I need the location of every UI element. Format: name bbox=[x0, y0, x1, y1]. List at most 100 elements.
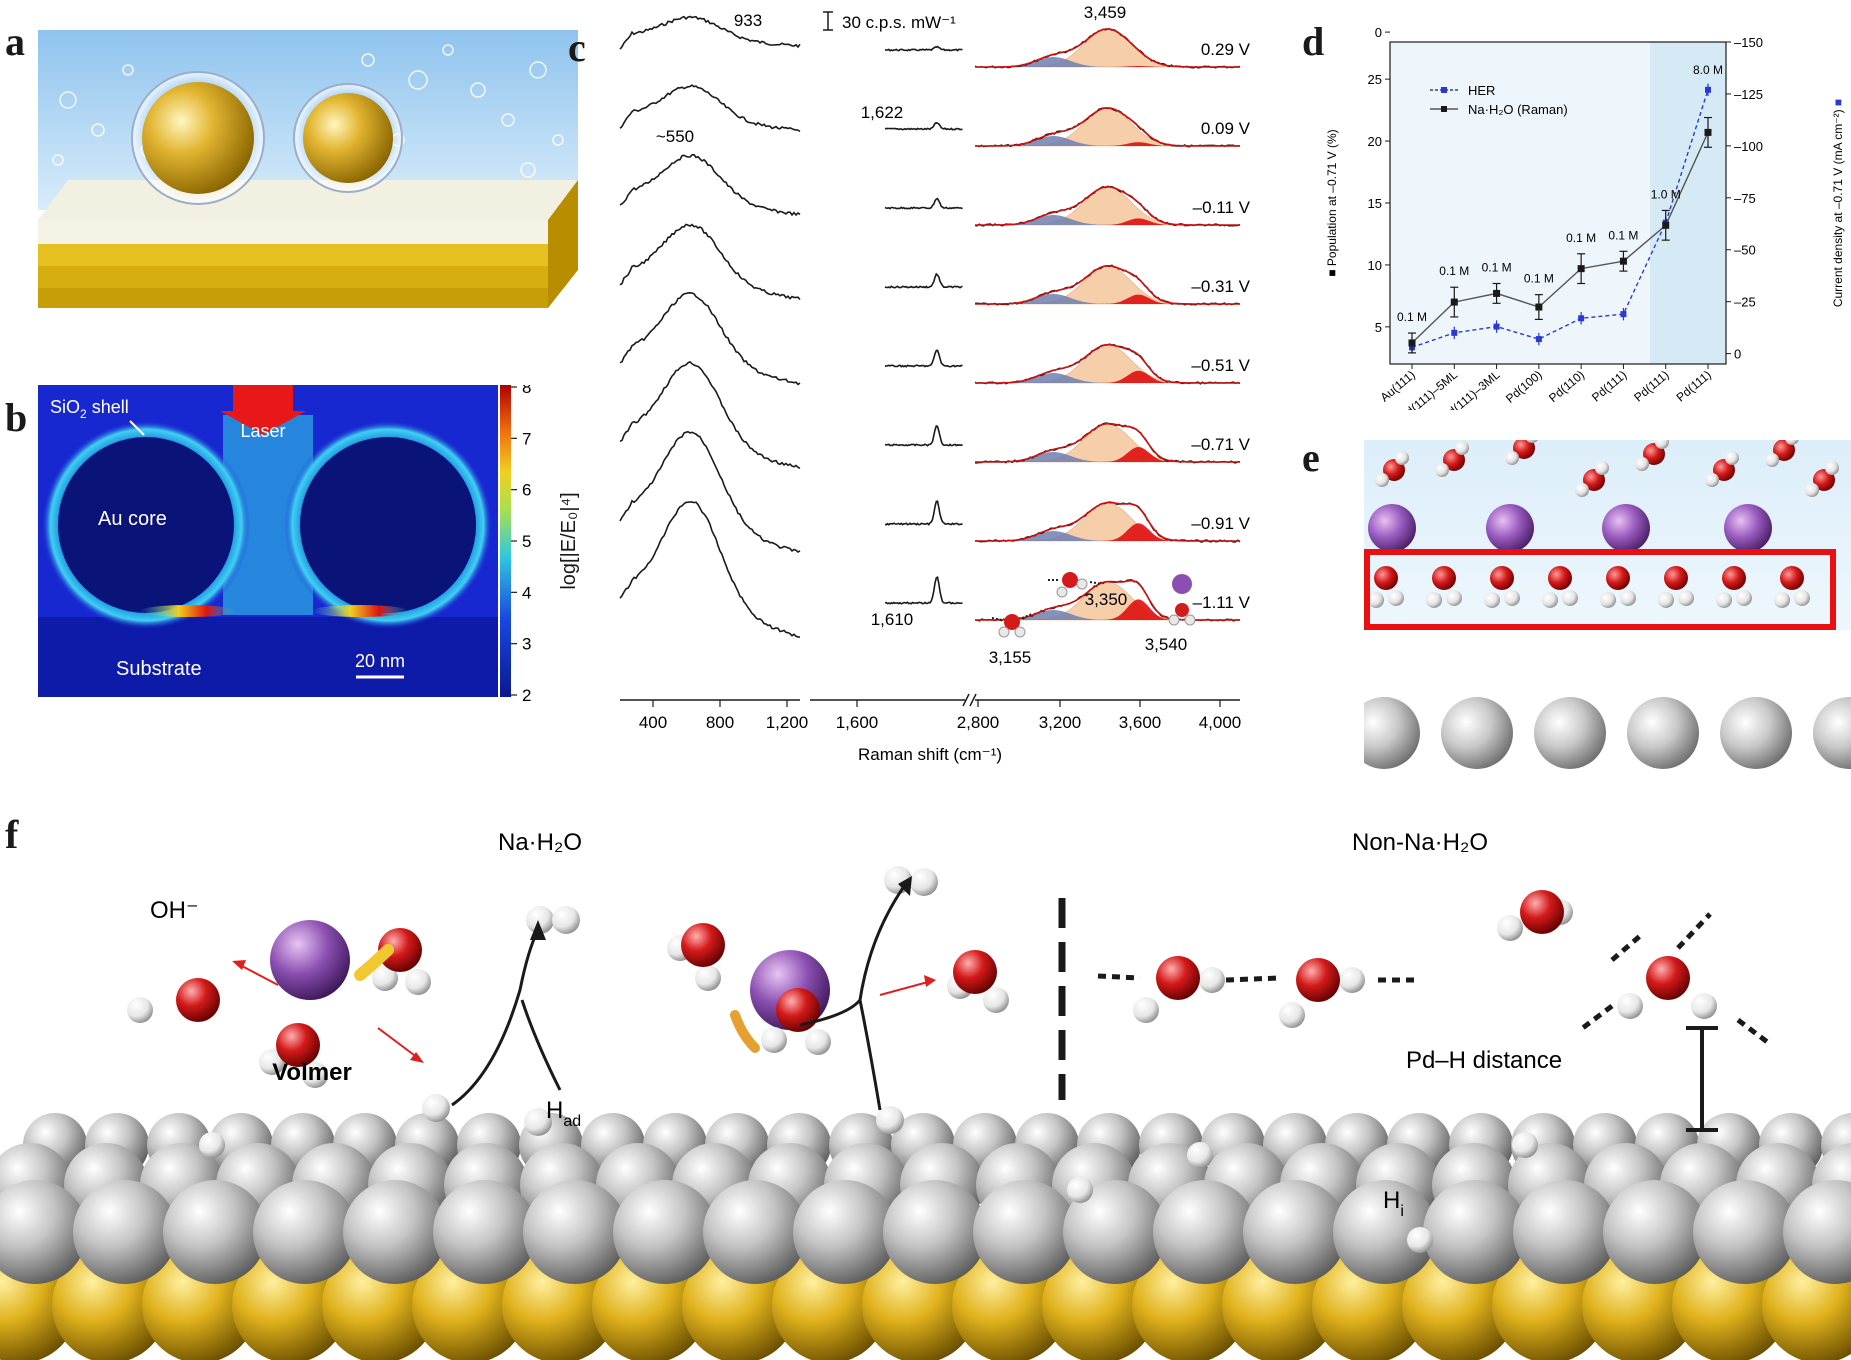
f-pd-atom-front bbox=[1243, 1180, 1347, 1284]
e-interfacial-oxygen bbox=[1490, 566, 1514, 590]
e-interfacial-hydrogen bbox=[1368, 592, 1384, 608]
d-left-axis-label: ■ Population at –0.71 V (%) bbox=[1325, 129, 1339, 276]
f-pd-atom-front bbox=[1513, 1180, 1617, 1284]
oh-minus-label: OH⁻ bbox=[150, 897, 199, 924]
concentration-label: 8.0 M bbox=[1693, 63, 1723, 77]
e-interfacial-oxygen bbox=[1548, 566, 1572, 590]
e-hydrogen-atom bbox=[1395, 451, 1409, 465]
f-h-subsurface-1 bbox=[1067, 1177, 1093, 1203]
e-interfacial-hydrogen bbox=[1794, 590, 1810, 606]
e-pd-atom bbox=[1813, 697, 1851, 769]
c-x-tick-label: 3,600 bbox=[1119, 713, 1162, 732]
au-core-left bbox=[142, 82, 254, 194]
e-interfacial-oxygen bbox=[1780, 566, 1804, 590]
f-water-nonna-2-h bbox=[1279, 1002, 1305, 1028]
spectrum-low-3 bbox=[619, 223, 801, 301]
d-x-tick-label: Pd(111) bbox=[1631, 368, 1671, 405]
e-interfacial-hydrogen bbox=[1774, 592, 1790, 608]
colorbar-tick-label: 5 bbox=[522, 532, 531, 551]
f-h-ad-mid bbox=[876, 1106, 904, 1134]
e-interfacial-water-box bbox=[1364, 549, 1836, 630]
spectrum-low-5 bbox=[619, 360, 801, 470]
molecule-icon-3350 bbox=[1048, 572, 1103, 598]
pd-h-distance-label: Pd–H distance bbox=[1406, 1047, 1562, 1074]
substrate-label: Substrate bbox=[116, 658, 202, 680]
f-water-mid-left-h bbox=[695, 965, 721, 991]
f-water-nonna-3-o bbox=[1520, 890, 1564, 934]
f-h-surface bbox=[199, 1132, 225, 1158]
f-sodium-ion-left bbox=[270, 920, 350, 1000]
potential-label-1: 0.09 V bbox=[1201, 119, 1251, 138]
panel-e-snapshot bbox=[1364, 440, 1851, 769]
panel-label-f: f bbox=[5, 812, 19, 857]
d-legend: HER Na·H₂O (Raman) bbox=[1430, 83, 1568, 117]
potential-label-6: –0.91 V bbox=[1191, 514, 1250, 533]
na-h2o-point bbox=[1450, 298, 1458, 306]
d-left-tick-label: 0 bbox=[1375, 25, 1382, 40]
f-h2-left-a bbox=[526, 906, 554, 934]
fit-band-3155-1 bbox=[1008, 136, 1218, 146]
concentration-label: 0.1 M bbox=[1524, 272, 1554, 286]
pd-h-distance-marker bbox=[1686, 1026, 1718, 1132]
c-x-tick-label: 3,200 bbox=[1039, 713, 1082, 732]
fit-band-3155-6 bbox=[1008, 531, 1218, 541]
c-x-tick-label: 2,800 bbox=[957, 713, 1000, 732]
f-arrows bbox=[232, 876, 936, 1111]
fit-band-3155-2 bbox=[1008, 215, 1218, 225]
her-point bbox=[1535, 336, 1542, 343]
f-water-nonna-4-h bbox=[1617, 993, 1643, 1019]
volmer-label: Volmer bbox=[272, 1059, 352, 1086]
f-product-oh-h bbox=[983, 987, 1009, 1013]
f-pd-atom-front bbox=[1783, 1180, 1851, 1284]
e-interfacial-hydrogen bbox=[1446, 590, 1462, 606]
e-hydrogen-atom bbox=[1785, 440, 1799, 445]
concentration-label: 0.1 M bbox=[1439, 264, 1469, 278]
f-pd-atom-front bbox=[343, 1180, 447, 1284]
potential-label-4: –0.51 V bbox=[1191, 356, 1250, 375]
f-water-volmer-h bbox=[259, 1049, 285, 1075]
f-pd-atom-front bbox=[613, 1180, 717, 1284]
f-water-nonna-1-h bbox=[1133, 997, 1159, 1023]
scale-bar-label: 20 nm bbox=[355, 651, 405, 671]
potential-label-2: –0.11 V bbox=[1193, 198, 1251, 217]
f-pd-atom-front bbox=[1063, 1180, 1167, 1284]
concentration-label: 0.1 M bbox=[1608, 228, 1638, 242]
f-pd-atom-front bbox=[253, 1180, 357, 1284]
e-hydrogen-atom bbox=[1765, 453, 1779, 467]
na-h2o-line bbox=[1411, 132, 1709, 344]
f-h2-left-b bbox=[552, 906, 580, 934]
fit-band-3155-0 bbox=[1008, 57, 1218, 67]
f-water-nonna-4-h bbox=[1691, 993, 1717, 1019]
e-hydrogen-atom bbox=[1805, 483, 1819, 497]
axis-break-mark-2 bbox=[969, 693, 977, 707]
e-hydrogen-atom bbox=[1575, 483, 1589, 497]
e-sodium-ion bbox=[1724, 504, 1772, 552]
surface-atoms bbox=[38, 180, 578, 308]
colorbar-label: log[|E/E₀|⁴] bbox=[558, 492, 580, 589]
e-hydrogen-atom bbox=[1725, 451, 1739, 465]
f-pd-atom-front bbox=[523, 1180, 627, 1284]
c-x-tick-label: 400 bbox=[639, 713, 667, 732]
peak-label-1622: 1,622 bbox=[861, 103, 904, 122]
f-pd-atom-front bbox=[0, 1180, 87, 1284]
f-hbond-dashes bbox=[1097, 912, 1772, 1046]
c-x-axis-label: Raman shift (cm⁻¹) bbox=[858, 745, 1002, 764]
e-hydrogen-atom bbox=[1705, 473, 1719, 487]
f-water-nonna-3-h bbox=[1497, 915, 1523, 941]
pd-au-surface bbox=[0, 1113, 1851, 1360]
au-core-label: Au core bbox=[98, 508, 167, 530]
f-water-nonna-1-h bbox=[1199, 967, 1225, 993]
legend-na-h2o: Na·H₂O (Raman) bbox=[1468, 102, 1568, 117]
d-left-tick-label: 5 bbox=[1375, 320, 1382, 335]
shell-pointer-arrow bbox=[129, 420, 145, 436]
e-atoms bbox=[1364, 440, 1851, 769]
peak-label-3155: 3,155 bbox=[989, 648, 1032, 667]
e-hydrogen-atom bbox=[1435, 463, 1449, 477]
f-h-surface-3 bbox=[1512, 1132, 1538, 1158]
f-water-nonna-4-o bbox=[1646, 956, 1690, 1000]
her-line bbox=[1411, 89, 1709, 349]
fit-envelope-4 bbox=[975, 343, 1240, 384]
